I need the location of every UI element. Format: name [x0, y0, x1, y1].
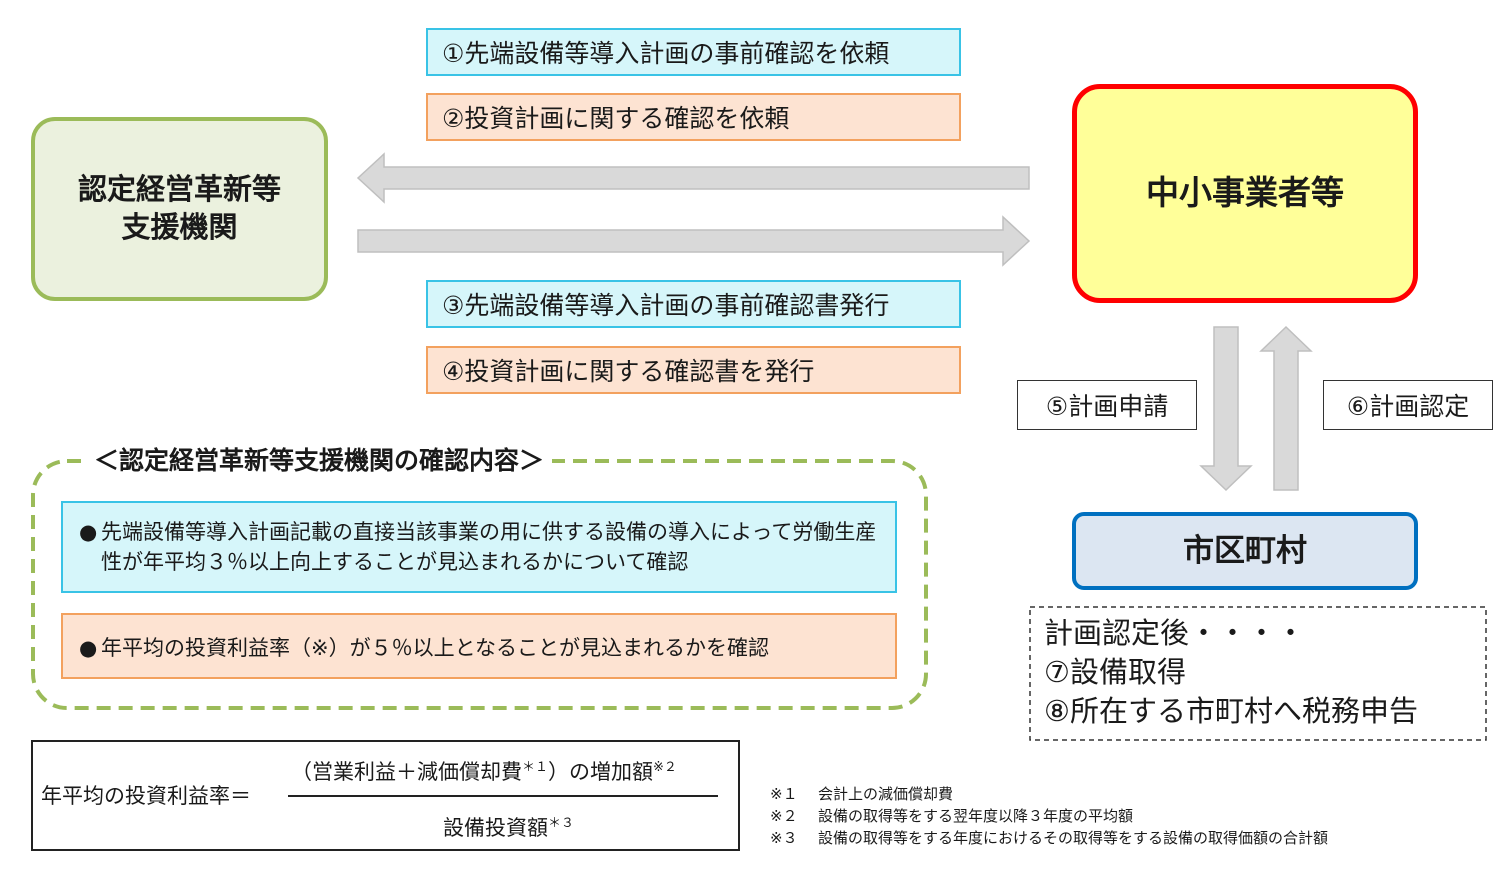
formula-fraction-bar: [288, 795, 718, 797]
formula-denominator: 設備投資額＊３: [443, 812, 574, 842]
footnote-1-mark: ※１: [770, 785, 798, 803]
footnote-1: ※１ 会計上の減価償却費: [770, 783, 953, 804]
formula-numerator: （営業利益＋減価償却費＊１）の増加額※２: [291, 756, 677, 786]
after-approval-box: 計画認定後・・・・ ⑦設備取得 ⑧所在する市町村へ税務申告: [1044, 614, 1418, 731]
formula-denominator-sup: ＊３: [548, 816, 575, 831]
node-sme: 中小事業者等: [1072, 84, 1418, 303]
node-municipality: 市区町村: [1072, 512, 1418, 590]
footnote-3-mark: ※３: [770, 829, 798, 847]
step-1-label: ①先端設備等導入計画の事前確認を依頼: [426, 28, 961, 76]
footnotes: ※１ 会計上の減価償却費 ※２ 設備の取得等をする翌年度以降３年度の平均額 ※３ 設備…: [770, 783, 1470, 853]
confirmation-container-border: [31, 459, 928, 710]
bullet-icon: ●: [79, 520, 98, 544]
arrow-to-support-org: [356, 152, 1030, 204]
step-6-label: ⑥計画認定: [1323, 380, 1493, 430]
step-8-label: ⑧所在する市町村へ税務申告: [1044, 694, 1418, 728]
confirmation-item-1: ●先端設備等導入計画記載の直接当該事業の用に供する設備の導入によって労働生産性が…: [61, 501, 897, 593]
arrow-up-to-sme: [1259, 325, 1313, 491]
arrow-to-sme: [357, 215, 1031, 267]
after-approval-border: [1029, 606, 1487, 741]
bullet-icon: ●: [79, 636, 98, 660]
formula-denominator-main: 設備投資額: [443, 816, 548, 840]
step-7-label: ⑦設備取得: [1044, 655, 1186, 689]
formula-numerator-sup1: ＊１: [522, 760, 549, 775]
confirmation-title: ＜認定経営革新等支援機関の確認内容＞: [86, 443, 553, 479]
confirmation-item-2-text: 年平均の投資利益率（※）が５％以上となることが見込まれるかを確認: [101, 636, 769, 660]
footnote-3-text: 設備の取得等をする年度におけるその取得等をする設備の取得価額の合計額: [818, 829, 1329, 847]
footnote-2-mark: ※２: [770, 807, 798, 825]
footnote-1-text: 会計上の減価償却費: [818, 785, 954, 803]
confirmation-item-1-text: 先端設備等導入計画記載の直接当該事業の用に供する設備の導入によって労働生産性が年…: [101, 520, 877, 575]
step-3-label: ③先端設備等導入計画の事前確認書発行: [426, 280, 961, 328]
footnote-3: ※３ 設備の取得等をする年度におけるその取得等をする設備の取得価額の合計額: [770, 827, 1328, 848]
confirmation-item-2: ●年平均の投資利益率（※）が５％以上となることが見込まれるかを確認: [61, 613, 897, 679]
step-5-label: ⑤計画申請: [1017, 380, 1197, 430]
node-support-organization: 認定経営革新等 支援機関: [31, 117, 328, 301]
formula-numerator-tail: ）の増加額: [548, 760, 654, 784]
arrow-down-to-municipality: [1199, 326, 1253, 492]
formula-lhs: 年平均の投資利益率＝: [41, 784, 251, 808]
footnote-2: ※２ 設備の取得等をする翌年度以降３年度の平均額: [770, 805, 1133, 826]
after-approval-heading: 計画認定後・・・・: [1044, 616, 1306, 650]
footnote-2-text: 設備の取得等をする翌年度以降３年度の平均額: [818, 807, 1134, 825]
formula-numerator-main: （営業利益＋減価償却費: [291, 760, 522, 784]
formula-box: 年平均の投資利益率＝ （営業利益＋減価償却費＊１）の増加額※２ 設備投資額＊３: [31, 740, 740, 851]
step-2-label: ②投資計画に関する確認を依頼: [426, 93, 961, 141]
step-4-label: ④投資計画に関する確認書を発行: [426, 346, 961, 394]
formula-numerator-sup2: ※２: [653, 760, 677, 775]
